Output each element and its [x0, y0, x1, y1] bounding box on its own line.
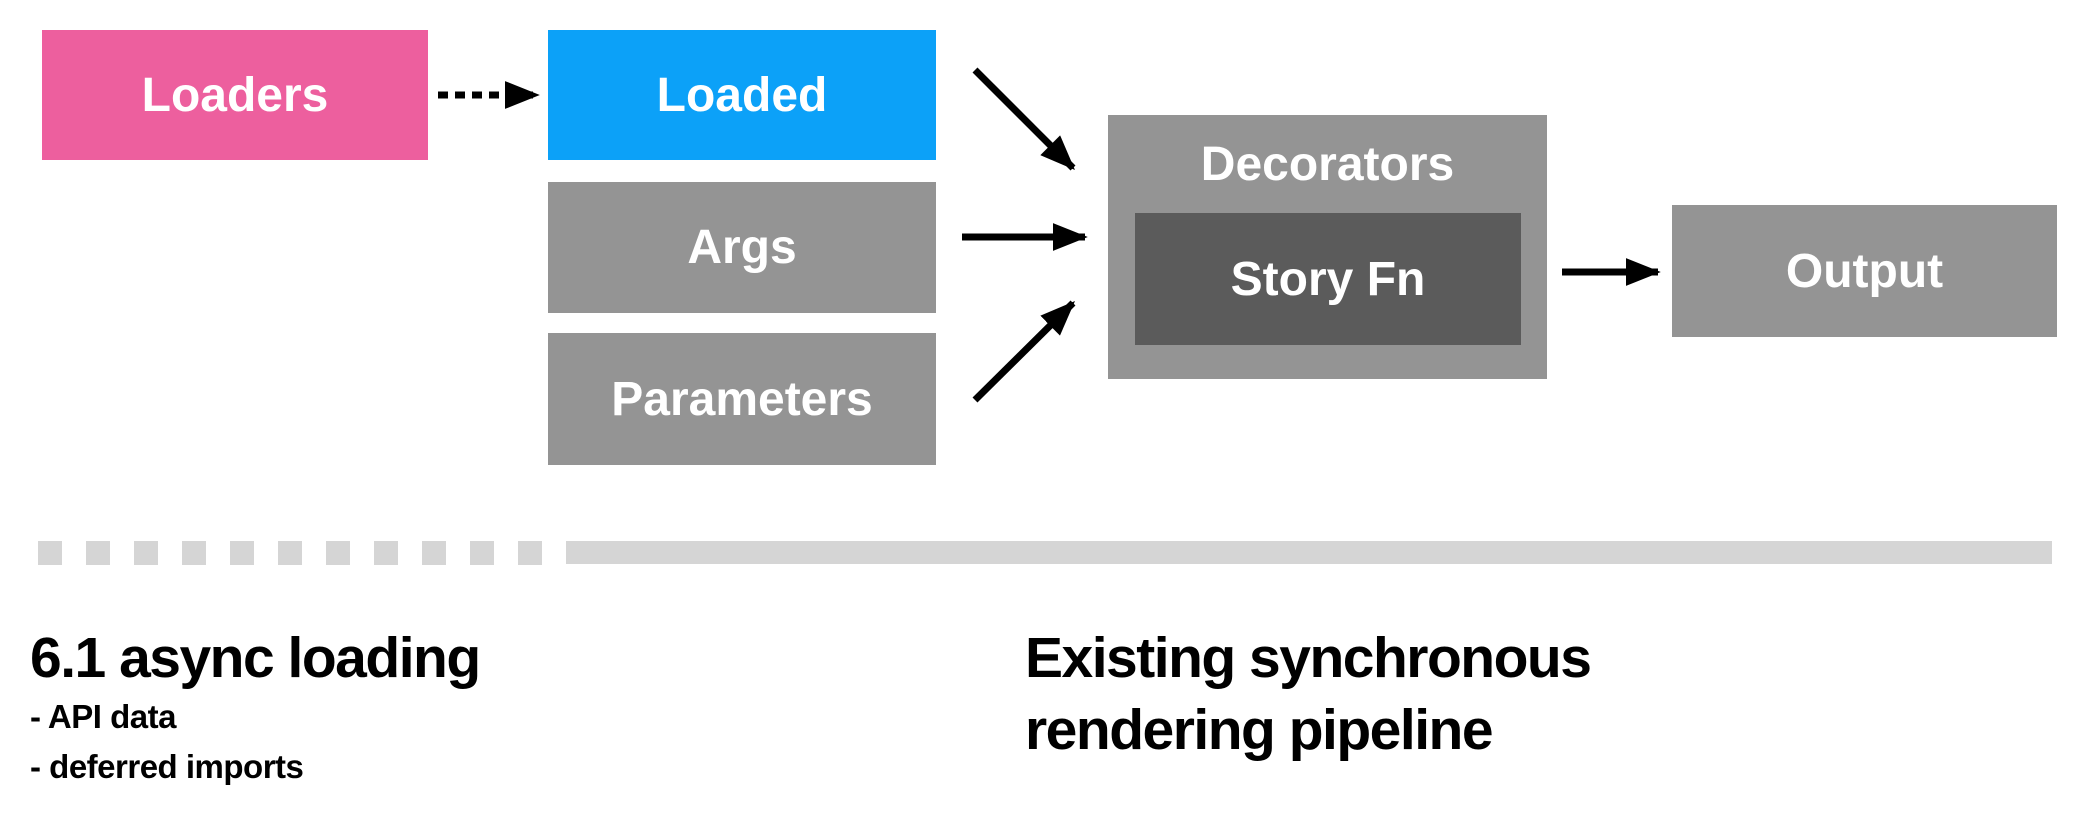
timeline-dash-segment [86, 541, 110, 565]
timeline-solid-bar [566, 541, 2052, 564]
timeline-dash-segment [38, 541, 62, 565]
parameters-box: Parameters [548, 333, 936, 465]
args-box: Args [548, 182, 936, 313]
timeline-dash-segment [182, 541, 206, 565]
decorators-box: Decorators Story Fn [1108, 115, 1547, 379]
args-label: Args [687, 221, 797, 274]
story-fn-label: Story Fn [1230, 252, 1426, 306]
loaded-to-decorators-arrow [972, 67, 1076, 171]
output-label: Output [1785, 244, 1944, 298]
story-fn-box: Story Fn [1135, 213, 1521, 345]
timeline-bar [0, 541, 2076, 565]
async-loading-bullet-list: - API data - deferred imports [30, 692, 304, 792]
timeline-dash-segment [230, 541, 254, 565]
timeline-dash-segment [422, 541, 446, 565]
timeline-dash-segment [278, 541, 302, 565]
parameters-label: Parameters [611, 372, 873, 426]
loaded-label: Loaded [656, 68, 828, 122]
timeline-dash-segment [374, 541, 398, 565]
timeline-dash-segment [134, 541, 158, 565]
bullet-item: - deferred imports [30, 748, 304, 785]
output-box: Output [1672, 205, 2057, 337]
loaders-label: Loaders [141, 68, 329, 122]
decorators-label: Decorators [1200, 137, 1455, 191]
loaders-box: Loaders [42, 30, 428, 160]
timeline-dash-segment [326, 541, 350, 565]
loaded-box: Loaded [548, 30, 936, 160]
section-title-async-loading: 6.1 async loading [30, 626, 481, 690]
parameters-to-decorators-arrow [972, 300, 1076, 403]
timeline-dash-segment [518, 541, 542, 565]
section-title-sync-pipeline: Existing synchronous rendering pipeline [1025, 626, 1592, 762]
bullet-item: - API data [30, 698, 176, 735]
timeline-dash-segment [470, 541, 494, 565]
